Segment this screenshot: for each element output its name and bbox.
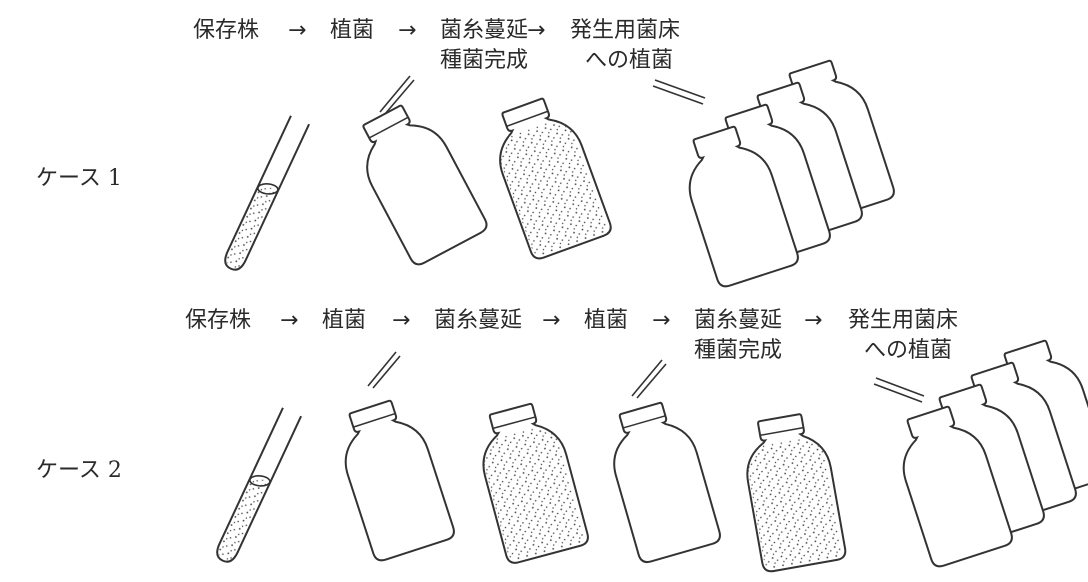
case1-arrow-3: → — [527, 18, 546, 43]
case2-step-inoculate-2: 植菌 — [584, 308, 629, 333]
case1-bottle-stack — [673, 53, 898, 290]
case1-step-bed-sub: への植菌 — [585, 48, 674, 73]
case1-label: ケース 1 — [36, 166, 122, 191]
case2-step-bed-sub: への植菌 — [864, 338, 953, 363]
case1-step-bed: 発生用菌床 — [570, 18, 681, 43]
case2-step-inoculate-1: 植菌 — [322, 308, 367, 333]
case2-step-bed: 発生用菌床 — [848, 308, 959, 333]
case2-needle-bed — [873, 377, 925, 403]
case2-step-stock: 保存株 — [185, 308, 252, 333]
case1-empty-bottle — [344, 94, 491, 269]
case2-arrow-4: → — [652, 308, 671, 333]
case2-step-spread-2: 菌糸蔓延 — [694, 308, 783, 333]
case2-filled-bottle-2 — [737, 409, 848, 574]
case1-test-tube — [224, 115, 310, 271]
case2-empty-bottle-1 — [329, 393, 458, 564]
case1-filled-bottle — [482, 90, 615, 262]
case2-arrow-3: → — [542, 308, 561, 333]
case1-needle — [379, 75, 415, 115]
case2-bottle-stack — [887, 333, 1088, 570]
case2-needle-2 — [631, 359, 667, 399]
case1-step-inoculate: 植菌 — [330, 18, 375, 43]
case2-arrow-1: → — [280, 308, 299, 333]
case2-label: ケース 2 — [36, 458, 122, 483]
case2-arrow-5: → — [804, 308, 823, 333]
case1-arrow-1: → — [288, 18, 307, 43]
case2-test-tube — [216, 407, 302, 563]
case1-needle-bed — [652, 79, 706, 105]
case2-step-spread-1: 菌糸蔓延 — [434, 308, 523, 333]
case2-empty-bottle-2 — [599, 395, 724, 566]
case1-step-stock: 保存株 — [193, 18, 260, 43]
case2-filled-bottle-1 — [469, 397, 591, 566]
case2-arrow-2: → — [392, 308, 411, 333]
case2-needle-1 — [367, 351, 401, 389]
case1-step-spread-sub: 種菌完成 — [440, 48, 529, 73]
case2-step-spread-2-sub: 種菌完成 — [694, 338, 783, 363]
case1-step-spread: 菌糸蔓延 — [440, 18, 529, 43]
case1-arrow-2: → — [398, 18, 417, 43]
